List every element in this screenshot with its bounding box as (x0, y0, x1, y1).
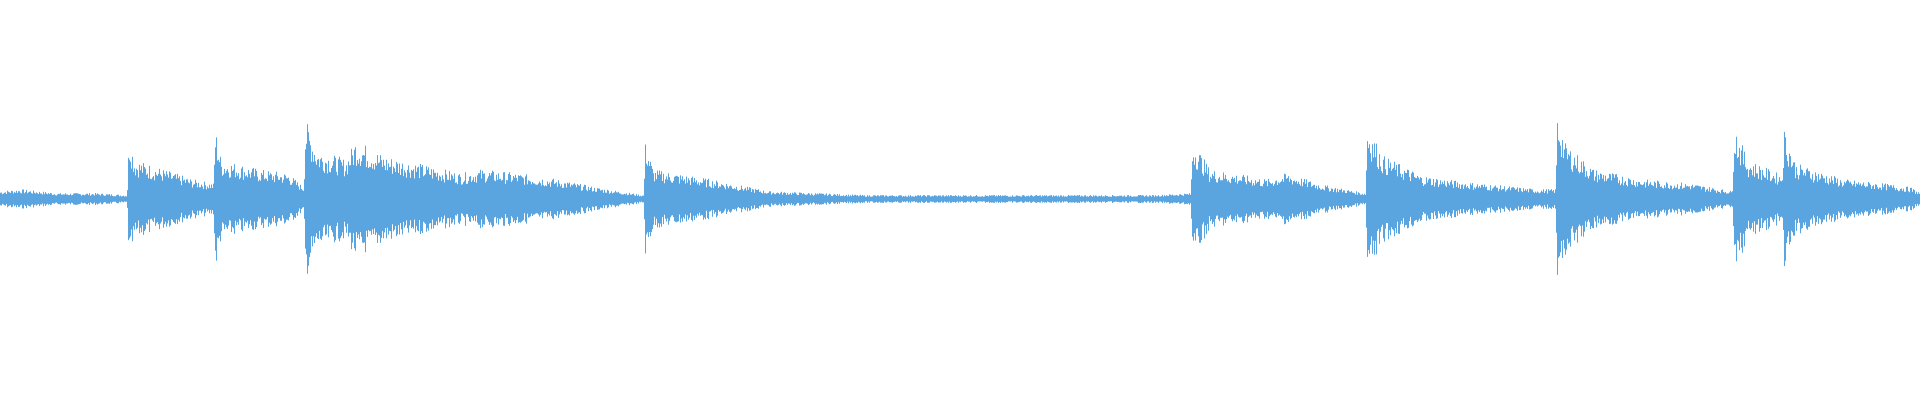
waveform-bars (0, 123, 1920, 275)
waveform-path (0, 123, 1920, 275)
